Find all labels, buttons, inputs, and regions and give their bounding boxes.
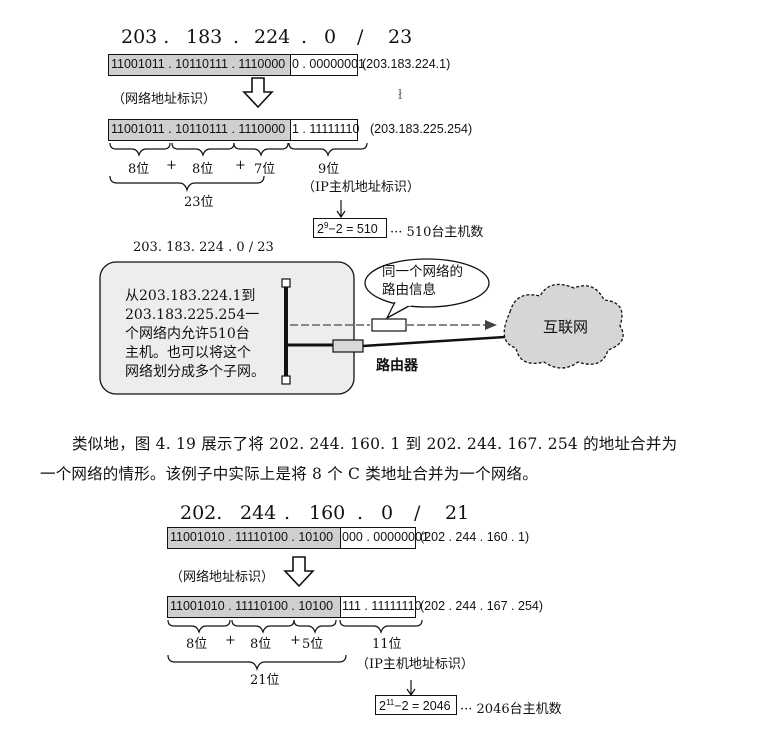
dot: . <box>233 26 240 48</box>
host-count-formula-box <box>313 218 387 238</box>
host-count-formula-box <box>375 695 457 715</box>
router-icon <box>332 339 364 353</box>
octet-1: 203 . <box>121 26 170 48</box>
bits-count: 8位 <box>128 162 150 177</box>
bits-count: 9位 <box>318 162 340 177</box>
bubble-text: 同一个网络的 路由信息 <box>382 263 463 299</box>
address-note: (202 . 244 . 160 . 1) <box>420 530 530 544</box>
host-bits-box <box>290 54 358 76</box>
network-bits: 11001011 . 10110111 . 1110000 <box>111 57 286 71</box>
slash: / <box>414 502 421 524</box>
description-line: 203.183.225.254一 <box>125 307 260 323</box>
bits-count: 8位 <box>250 637 272 652</box>
network-bits: 11001010 . 11110100 . 10100 <box>170 599 334 613</box>
prefix-length: 21 <box>445 502 470 524</box>
network-bits: 11001011 . 10110111 . 1110000 <box>111 122 286 136</box>
octet-4: 0 <box>381 502 394 524</box>
host-count-note: ··· 2046台主机数 <box>460 702 562 717</box>
address-note: (203.183.224.1) <box>362 57 451 71</box>
body-text-line: 类似地，图 4. 19 展示了将 202. 244. 160. 1 到 202.… <box>72 435 678 453</box>
host-bits-box <box>340 527 416 549</box>
internet-label: 互联网 <box>543 318 589 336</box>
prefix-length: 23 <box>388 26 413 48</box>
bit-braces-fig2 <box>167 619 423 672</box>
host-count-note: ··· 510台主机数 <box>390 225 484 240</box>
bit-braces-fig1 <box>109 142 368 193</box>
down-small-arrow-icon <box>406 680 416 697</box>
dot: . <box>301 26 308 48</box>
network-id-label: （网络地址标识） <box>112 92 217 107</box>
host-count-formula: 29−2 = 510 <box>317 221 378 237</box>
bits-sum: 21位 <box>250 673 280 688</box>
ip-host-id-label: （IP主机地址标识） <box>356 657 474 672</box>
octet-1: 202. <box>180 502 223 524</box>
plus: + <box>225 633 236 648</box>
bubble-line: 路由信息 <box>382 282 436 298</box>
host-bits: 111 . 11111110 <box>342 599 422 613</box>
diagram-title: 203. 183. 224 . 0 / 23 <box>133 240 274 255</box>
host-bits: 0 . 00000001 <box>292 57 365 71</box>
router-label: 路由器 <box>376 358 418 374</box>
internet-cloud-icon <box>503 283 624 369</box>
plus: + <box>166 158 177 173</box>
octet-4: 0 <box>324 26 337 48</box>
network-area-box <box>99 261 355 395</box>
body-text-line: 一个网络的情形。该例子中实际上是将 8 个 C 类地址合并为一个网络。 <box>40 465 538 483</box>
host-bits-box <box>290 119 358 141</box>
host-bits: 1 . 11111110 <box>292 122 360 136</box>
slash: / <box>357 26 364 48</box>
address-note: (202 . 244 . 167 . 254) <box>420 599 544 613</box>
bits-count: 11位 <box>372 637 402 652</box>
host-bits-box <box>340 596 416 618</box>
stray-mark: ł <box>398 88 403 103</box>
description-line: 网络划分成多个子网。 <box>125 364 265 380</box>
plus: + <box>235 158 246 173</box>
network-bits: 11001010 . 11110100 . 10100 <box>170 530 334 544</box>
bits-count: 7位 <box>254 162 276 177</box>
ip-host-id-label: （IP主机地址标识） <box>302 180 420 195</box>
diagram-description: 从203.183.224.1到 203.183.225.254一 个网络内允许5… <box>125 287 265 382</box>
down-arrow-icon <box>242 77 274 109</box>
octet-3: 160 <box>309 502 346 524</box>
host-bits: 000 . 00000001 <box>342 530 429 544</box>
address-note: (203.183.225.254) <box>370 122 473 136</box>
network-id-label: （网络地址标识） <box>170 570 275 585</box>
dot: . <box>284 502 291 524</box>
bits-sum: 23位 <box>184 195 214 210</box>
bits-count: 8位 <box>186 637 208 652</box>
description-line: 从203.183.224.1到 <box>125 288 256 304</box>
down-small-arrow-icon <box>336 200 346 219</box>
route-info-bubble <box>364 258 490 308</box>
bits-count: 5位 <box>302 637 324 652</box>
octet-2: 244 <box>240 502 277 524</box>
bubble-line: 同一个网络的 <box>382 264 463 280</box>
dot: . <box>357 502 364 524</box>
down-arrow-icon <box>283 556 315 588</box>
host-count-formula: 211−2 = 2046 <box>379 698 451 714</box>
octet-3: 224 <box>254 26 291 48</box>
description-line: 主机。也可以将这个 <box>125 345 251 361</box>
octet-2: 183 <box>186 26 223 48</box>
plus: + <box>290 633 301 648</box>
description-line: 个网络内允许510台 <box>125 326 250 342</box>
bits-count: 8位 <box>192 162 214 177</box>
